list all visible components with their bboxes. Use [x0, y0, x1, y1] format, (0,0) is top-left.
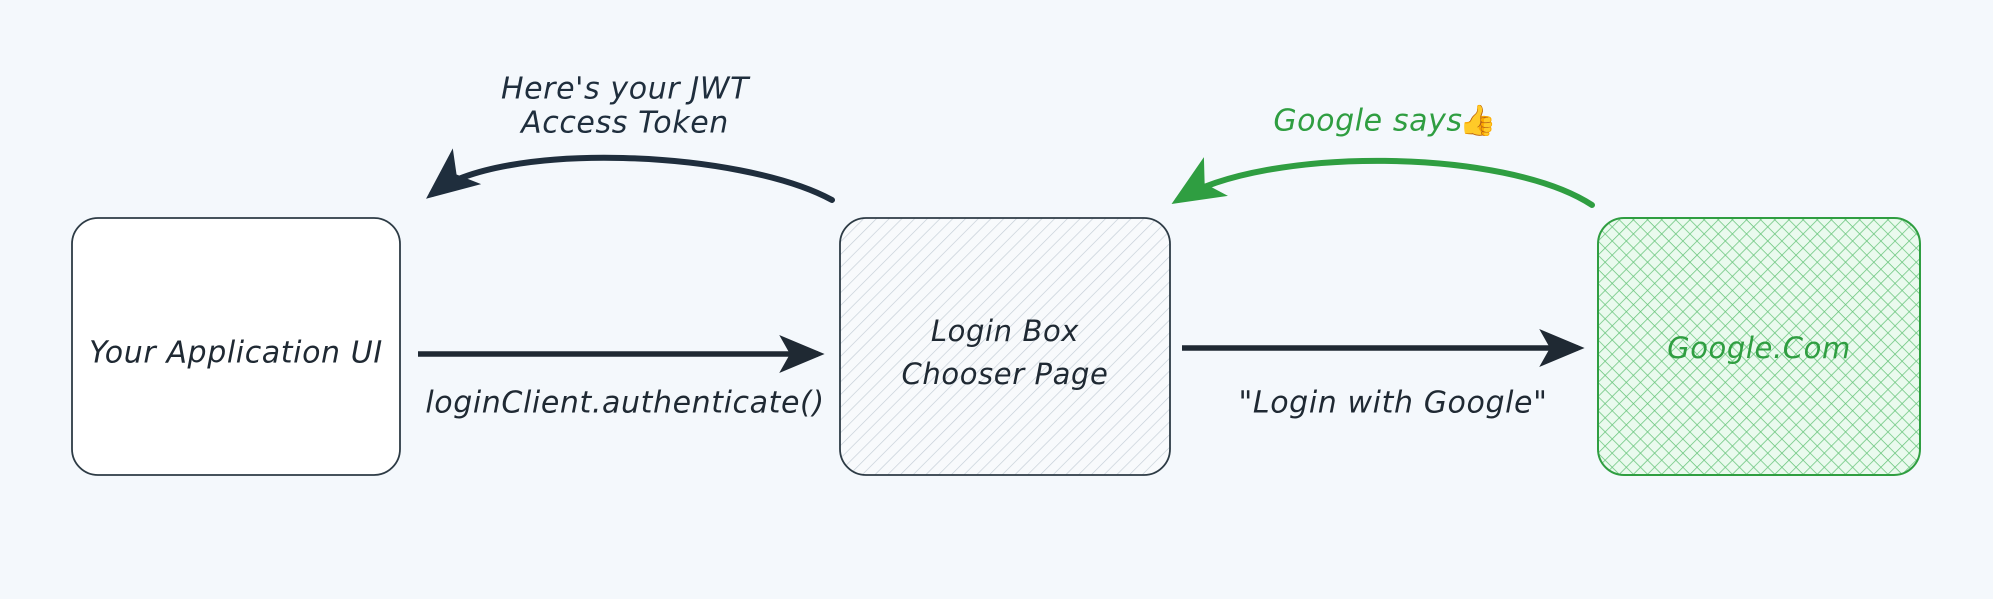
edge-login-with-google: "Login with Google"	[1182, 329, 1585, 421]
edge-google-approves-label: Google says	[1273, 104, 1462, 139]
edge-jwt-return-label-line-2: Access Token	[519, 106, 729, 141]
edge-jwt-return: Here's your JWT Access Token	[426, 72, 835, 203]
node-login-box[interactable]: Login Box Chooser Page	[839, 217, 1171, 476]
node-login-box-shape	[839, 217, 1171, 476]
thumbs-up-icon: 👍	[1459, 103, 1496, 139]
edge-authenticate: loginClient.authenticate()	[418, 335, 825, 421]
node-google-com-shape	[1597, 217, 1921, 476]
edge-google-approves: Google says 👍	[1171, 103, 1595, 208]
edge-login-with-google-label: "Login with Google"	[1239, 386, 1548, 421]
edge-google-approves-curve	[1171, 157, 1595, 208]
node-app-ui[interactable]: Your Application UI	[71, 217, 401, 476]
node-login-box-label-line-1: Login Box	[931, 314, 1079, 348]
node-google-com[interactable]: Google.Com	[1597, 217, 1921, 476]
node-google-com-label: Google.Com	[1667, 331, 1851, 365]
node-login-box-label-line-2: Chooser Page	[902, 357, 1109, 391]
node-app-ui-shape	[71, 217, 401, 476]
edge-authenticate-label: loginClient.authenticate()	[425, 386, 824, 421]
node-app-ui-label: Your Application UI	[89, 336, 383, 371]
edge-jwt-return-label-line-1: Here's your JWT	[501, 72, 751, 107]
edge-jwt-return-curve	[426, 148, 835, 203]
